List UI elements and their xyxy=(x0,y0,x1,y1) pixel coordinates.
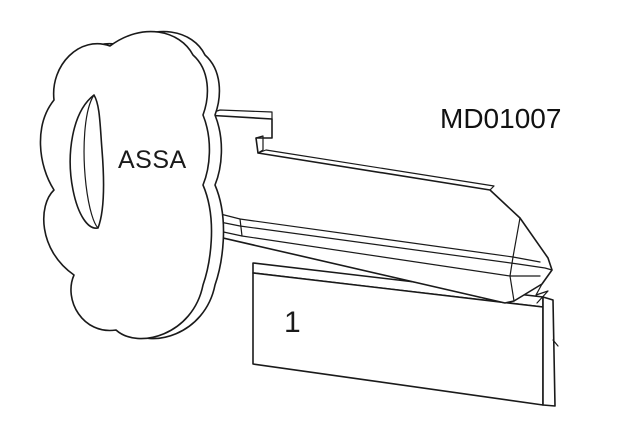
brand-label: ASSA xyxy=(118,146,187,174)
bow-hole-inner-edge xyxy=(83,94,99,229)
bow-front-face xyxy=(39,30,213,340)
part-number-label: MD01007 xyxy=(440,103,561,134)
block-edge-mark xyxy=(552,339,559,347)
key-bow: ASSA xyxy=(39,30,225,340)
block-side-face xyxy=(542,296,556,407)
blade-outline xyxy=(189,114,553,304)
blade-tip-notch xyxy=(535,283,549,304)
blade-tip-edge xyxy=(509,217,521,302)
cutting-block xyxy=(252,262,559,407)
groove-root-line xyxy=(239,218,243,237)
cut-position-label: 1 xyxy=(284,306,301,339)
key-blade xyxy=(189,109,553,304)
blade-back-edge xyxy=(257,149,495,191)
